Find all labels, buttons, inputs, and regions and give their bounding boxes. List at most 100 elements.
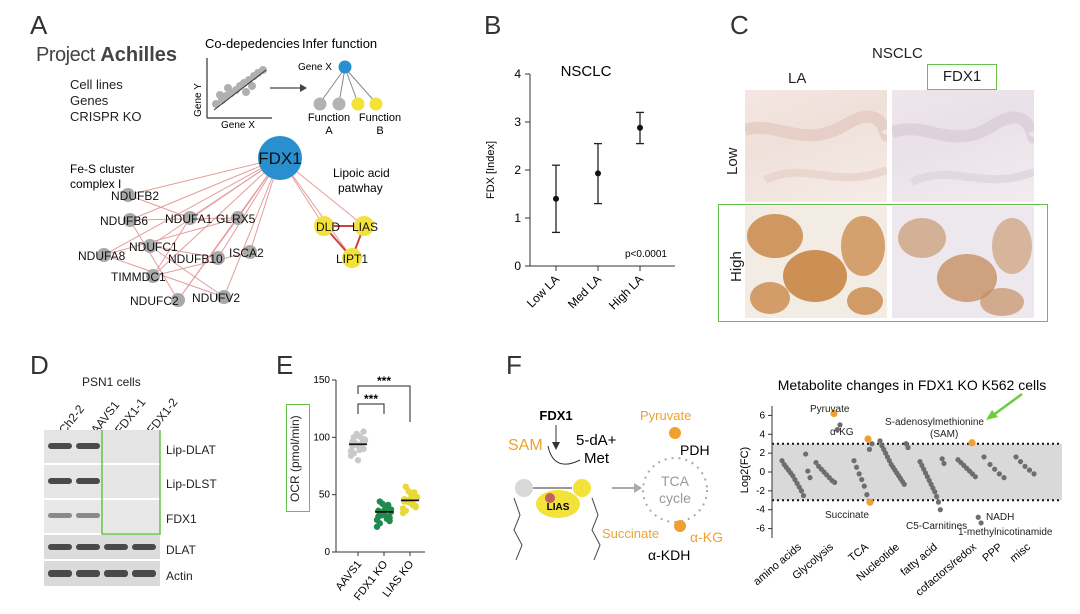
ocr-point	[413, 493, 421, 501]
y-tick-label: 50	[319, 490, 331, 501]
group-lipoic-line2: patwhay	[338, 181, 383, 195]
highlight-point	[830, 409, 838, 418]
gene-label: NDUFA1	[165, 212, 213, 226]
logo-prefix: Project	[36, 44, 95, 66]
metabolite-point	[805, 468, 811, 474]
y-tick-label: 2	[514, 163, 521, 177]
sig-bracket-2	[357, 385, 411, 422]
codep-points	[212, 66, 267, 108]
chart-f-points	[779, 409, 1037, 526]
network-edges	[103, 157, 365, 301]
y-tick-label: 4	[759, 429, 765, 440]
codep-point	[248, 82, 256, 90]
function-a-label: Function	[308, 112, 350, 124]
metabolite-point	[856, 471, 862, 477]
panel-c-letter: C	[730, 10, 749, 40]
panel-d-title: PSN1 cells	[82, 375, 141, 389]
metabolite-point	[935, 499, 942, 505]
gene-label: NDUFC1	[129, 240, 178, 254]
gene-label: ISCA2	[229, 246, 264, 260]
x-tick-label: PPP	[980, 541, 1005, 564]
metabolite-point	[972, 474, 978, 480]
ocr-point	[376, 498, 383, 505]
tree-node-yellow	[369, 97, 383, 111]
flow-arrow-head	[300, 84, 307, 92]
schem-fdx1: FDX1	[539, 408, 572, 423]
band-label: Lip-DLST	[166, 477, 217, 491]
schem-akg: α-KG	[690, 529, 723, 545]
sam-arrow-head	[986, 410, 998, 420]
y-tick-label: 100	[313, 432, 330, 443]
metabolite-point	[864, 492, 870, 498]
y-tick-label: 6	[759, 410, 765, 421]
y-tick-label: -6	[756, 524, 765, 535]
tca-label-2: cycle	[659, 490, 691, 506]
metabolite-point	[837, 422, 843, 428]
metabolite-point	[1026, 467, 1033, 473]
ocr-point	[399, 509, 407, 517]
infer-title: Infer function	[302, 36, 377, 51]
logo-name: Achilles	[100, 44, 178, 66]
metabolite-point	[877, 438, 883, 444]
x-tick-label: Med LA	[565, 272, 604, 311]
metabolite-point	[978, 520, 984, 526]
ocr-point	[380, 507, 388, 514]
y-tick-label: 0	[759, 467, 765, 478]
metabolite-point	[1022, 463, 1028, 469]
ocr-point	[401, 498, 408, 505]
gene-label: LIPT1	[336, 252, 368, 266]
metabolite-point	[796, 484, 802, 490]
tree-edge	[344, 67, 377, 104]
schem-sam: SAM	[508, 437, 543, 454]
codep-axis-x-label: Gene X	[221, 120, 255, 131]
metabolite-point	[800, 492, 807, 499]
metabolite-point	[941, 460, 947, 467]
codep-point	[216, 91, 224, 99]
annot-succinate: Succinate	[825, 510, 869, 521]
panel-c-title: NSCLC	[872, 45, 923, 62]
gene-label: NDUFA8	[78, 249, 126, 263]
codep-point	[259, 66, 267, 74]
ocr-point	[375, 513, 382, 520]
blot-bands	[48, 443, 156, 577]
metabolite-point	[1031, 471, 1037, 477]
fes-nodes	[97, 188, 257, 307]
metabolite-point	[939, 456, 945, 462]
gene-label: NDUFB6	[100, 214, 148, 228]
gene-label: TIMMDC1	[111, 270, 166, 284]
info-line: Genes	[70, 93, 109, 108]
pyruvate-node	[669, 427, 681, 439]
annot-pyruvate: Pyruvate	[810, 404, 850, 415]
metabolite-point	[905, 444, 911, 451]
gene-label: NDUFV2	[192, 291, 240, 305]
chart-f-title: Metabolite changes in FDX1 KO K562 cells	[778, 377, 1046, 393]
metabolite-point	[779, 458, 785, 464]
panel-c-row-low: Low	[724, 147, 741, 175]
project-achilles-logo: Project Achilles	[36, 44, 177, 67]
panel-b-letter: B	[484, 10, 502, 40]
codep-point	[224, 84, 232, 92]
chart-b-ylabel: FDX [Index]	[485, 141, 497, 199]
tree-edge	[344, 67, 359, 104]
band-label: DLAT	[166, 543, 196, 557]
codep-title: Co-depedencies	[205, 36, 300, 51]
ihc-low-la	[745, 90, 887, 202]
sig-label-2: ***	[377, 374, 391, 388]
schem-substrate	[515, 479, 533, 497]
hub-label: FDX1	[258, 149, 301, 168]
schem-fes	[545, 493, 555, 503]
schem-pyruvate: Pyruvate	[640, 408, 691, 423]
metabolite-point	[794, 480, 800, 486]
metabolite-point	[807, 475, 813, 481]
sig-label-1: ***	[364, 392, 378, 406]
y-tick-label: 0	[514, 259, 521, 273]
metabolite-point	[861, 483, 867, 489]
y-tick-label: 0	[324, 547, 330, 558]
y-tick-label: 2	[759, 448, 765, 459]
annot-akg: α-KG	[830, 427, 854, 438]
mean-point	[553, 195, 559, 202]
tree-gene-label: Gene X	[298, 62, 332, 73]
